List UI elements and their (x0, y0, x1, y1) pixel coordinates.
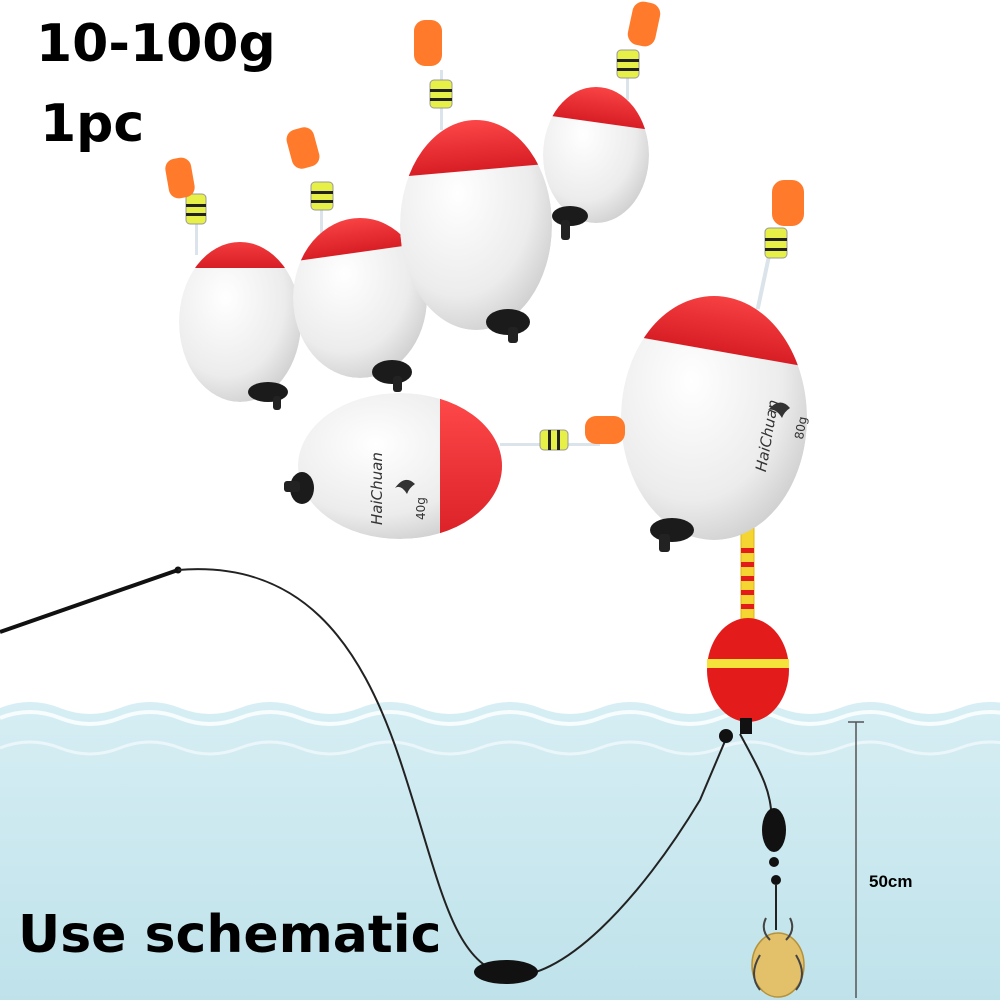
float-product (543, 1, 661, 240)
depth-indicator (848, 721, 864, 998)
float-product-40g (284, 393, 625, 539)
float-brand-text: HaiChuan (368, 452, 386, 525)
bottom-sinker (474, 960, 538, 984)
schematic-float (707, 527, 789, 743)
float-product (286, 127, 427, 392)
water-area (0, 702, 1000, 1000)
brand-logo (395, 402, 790, 494)
schematic-caption: Use schematic (18, 905, 442, 965)
depth-label: 50cm (869, 872, 913, 891)
weight-range-label: 10-100g (36, 14, 276, 74)
fishing-rod (0, 566, 182, 634)
underwater-rig (751, 808, 805, 998)
quantity-label: 1pc (40, 94, 145, 154)
float-product-80g (621, 180, 807, 552)
float-product (165, 157, 301, 410)
float-weight-text: 40g (414, 497, 428, 520)
